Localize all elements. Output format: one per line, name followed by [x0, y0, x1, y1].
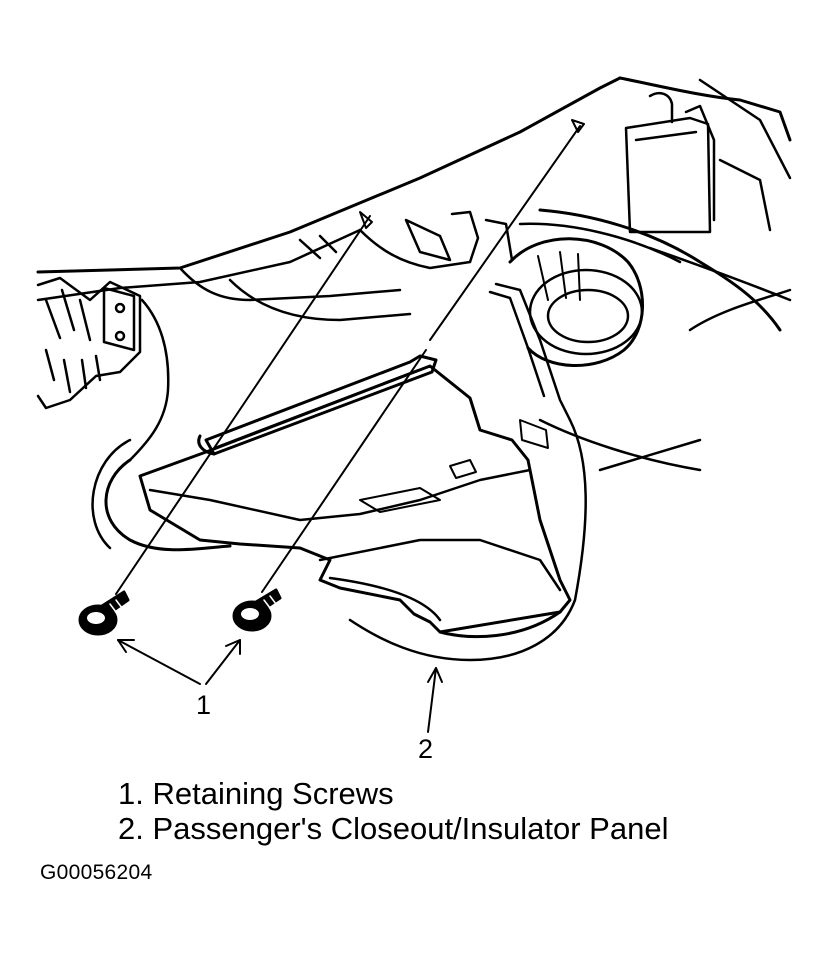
upper-crossmember	[178, 210, 514, 322]
callout-number-2: 2	[418, 734, 434, 764]
control-module	[624, 92, 772, 234]
retaining-rail	[197, 354, 438, 456]
dashboard-upper-outline	[36, 76, 792, 302]
legend-item-1: 1. Retaining Screws	[118, 776, 394, 811]
callout-2-arrow	[427, 667, 443, 733]
left-bracket	[36, 276, 170, 462]
legend: 1. Retaining Screws 2. Passenger's Close…	[118, 776, 668, 846]
callout-number-1: 1	[196, 690, 212, 720]
blower-housing	[508, 208, 792, 367]
figure-id: G00056204	[40, 861, 153, 884]
lower-dash-curve	[91, 438, 232, 552]
screw-leader-lines	[115, 119, 585, 595]
retaining-screw-right	[232, 588, 282, 632]
right-duct	[488, 282, 792, 472]
callout-1-arrows	[117, 639, 241, 685]
retaining-screw-left	[78, 590, 130, 636]
legend-item-2: 2. Passenger's Closeout/Insulator Panel	[118, 811, 669, 846]
closeout-insulator-panel	[138, 364, 587, 662]
